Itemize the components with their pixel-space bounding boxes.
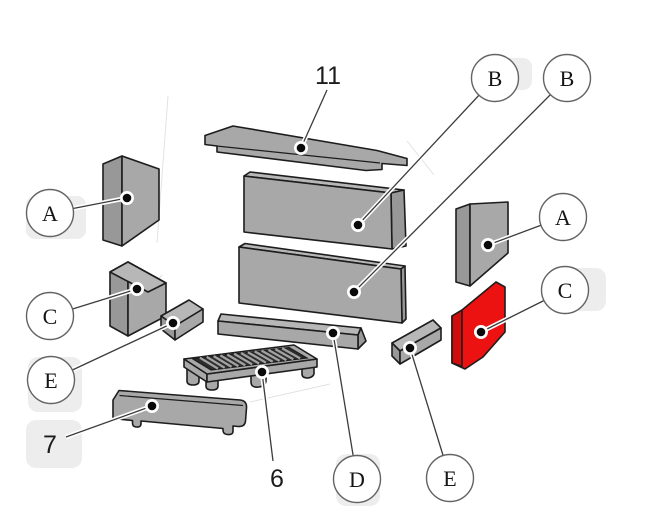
part-ash-lip-front-panel <box>112 389 248 436</box>
leader-d <box>326 326 360 480</box>
callout-label: C <box>43 304 58 329</box>
leader-b-upper <box>351 76 497 232</box>
callout-a-right: A <box>538 192 588 242</box>
leader-6 <box>255 365 276 462</box>
callout-bg-7 <box>26 420 82 468</box>
part-side-panel-left-lower <box>109 261 167 337</box>
leader-b-lower <box>347 76 569 299</box>
callout-label: B <box>560 66 575 91</box>
callout-label: D <box>349 467 365 492</box>
callout-b-upper: B <box>470 53 520 103</box>
number-label-6: 6 <box>270 465 284 493</box>
callout-label: A <box>555 205 571 230</box>
callout-c-right: C <box>540 265 590 315</box>
callout-label: C <box>558 278 573 303</box>
callout-label: A <box>42 201 58 226</box>
number-label-7: 7 <box>43 431 57 459</box>
callout-a-left: A <box>25 188 75 238</box>
part-support-block-right <box>391 319 442 365</box>
part-fire-grate <box>183 344 318 391</box>
callout-b-lower: B <box>542 53 592 103</box>
callout-d: D <box>332 454 382 504</box>
callout-label: E <box>44 368 57 393</box>
leader-a-left <box>49 191 134 216</box>
part-side-panel-left-upper <box>102 155 160 247</box>
callout-label: B <box>488 66 503 91</box>
callout-label: E <box>443 466 456 491</box>
callout-e-right: E <box>425 453 475 503</box>
callout-e-left: E <box>26 355 76 405</box>
part-rear-panel-lower <box>238 242 407 324</box>
leader-11 <box>294 89 330 155</box>
part-front-retainer-bar <box>217 313 367 350</box>
number-label-11: 11 <box>315 62 341 90</box>
leader-7 <box>65 399 159 440</box>
part-rear-panel-upper <box>243 171 407 250</box>
callout-c-left: C <box>25 291 75 341</box>
